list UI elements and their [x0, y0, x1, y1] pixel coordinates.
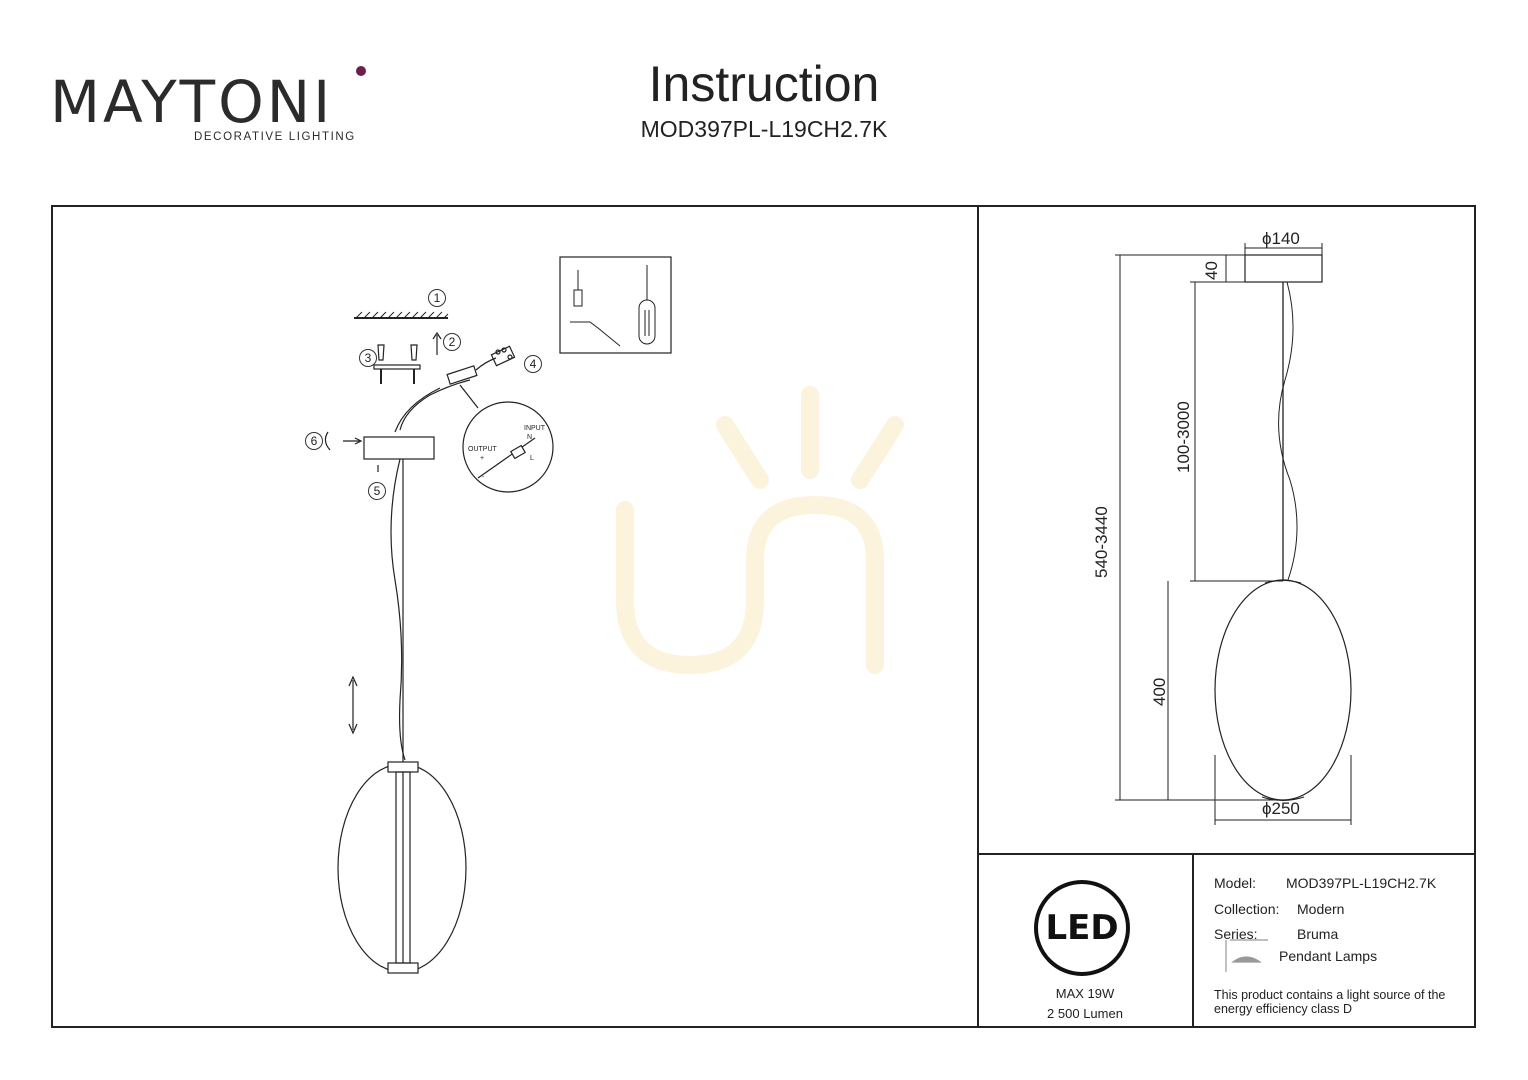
collection-label: Collection:	[1214, 901, 1280, 917]
led-lumen: 2 500 Lumen	[1047, 1006, 1123, 1021]
brand-accent-dot	[356, 66, 366, 76]
shade-height-label: 400	[1150, 677, 1169, 706]
collection-value: Modern	[1297, 901, 1345, 917]
assembly-diagram	[324, 311, 554, 974]
shade-diameter-label: ϕ250	[1262, 799, 1300, 818]
type-value: Pendant Lamps	[1279, 948, 1378, 964]
model-value: MOD397PL-L19CH2.7K	[1286, 875, 1437, 891]
connector-l-label: L	[530, 455, 534, 462]
step-number-4: 4	[524, 355, 542, 373]
series-value: Bruma	[1297, 926, 1339, 942]
brand-tagline: DECORATIVE LIGHTING	[194, 131, 356, 143]
step-number-3: 3	[359, 349, 377, 367]
cable-length-label: 100-3000	[1174, 401, 1193, 473]
frame-divider-vertical	[977, 205, 979, 1028]
led-badge-text: LED	[1045, 908, 1119, 948]
energy-note: This product contains a light source of …	[1214, 988, 1446, 1016]
page-title: Instruction	[648, 56, 880, 112]
canopy-diameter-label: ϕ140	[1262, 229, 1300, 248]
connector-output-label: OUTPUT	[468, 446, 497, 453]
dimension-drawing	[1115, 243, 1352, 825]
frame-divider-horizontal	[977, 853, 1476, 855]
pendant-type-icon	[1225, 939, 1268, 972]
connector-plus-label: +	[480, 455, 485, 462]
brand-logo: MAYTONI DECORATIVE LIGHTING	[50, 62, 370, 152]
model-label: Model:	[1214, 875, 1257, 891]
brand-name: MAYTONI	[50, 68, 334, 136]
detail-inset	[559, 256, 672, 354]
step-number-2: 2	[443, 333, 461, 351]
spec-divider	[1192, 853, 1194, 1028]
canopy-height-label: 40	[1202, 261, 1221, 280]
step-number-6: 6	[305, 432, 323, 450]
step-number-5: 5	[368, 482, 386, 500]
connector-input-label: INPUT	[524, 425, 545, 432]
led-power: MAX 19W	[1055, 986, 1115, 1001]
drawing-frame	[51, 205, 1476, 1028]
watermark-sun-icon	[616, 386, 904, 675]
step-number-1: 1	[428, 289, 446, 307]
led-badge: LED	[1034, 880, 1130, 976]
total-height-label: 540-3440	[1092, 506, 1111, 578]
connector-n-label: N	[527, 434, 533, 441]
series-label: Series:	[1214, 926, 1258, 942]
model-code: MOD397PL-L19CH2.7K	[640, 116, 888, 142]
connector-minus-label: -	[482, 474, 485, 481]
